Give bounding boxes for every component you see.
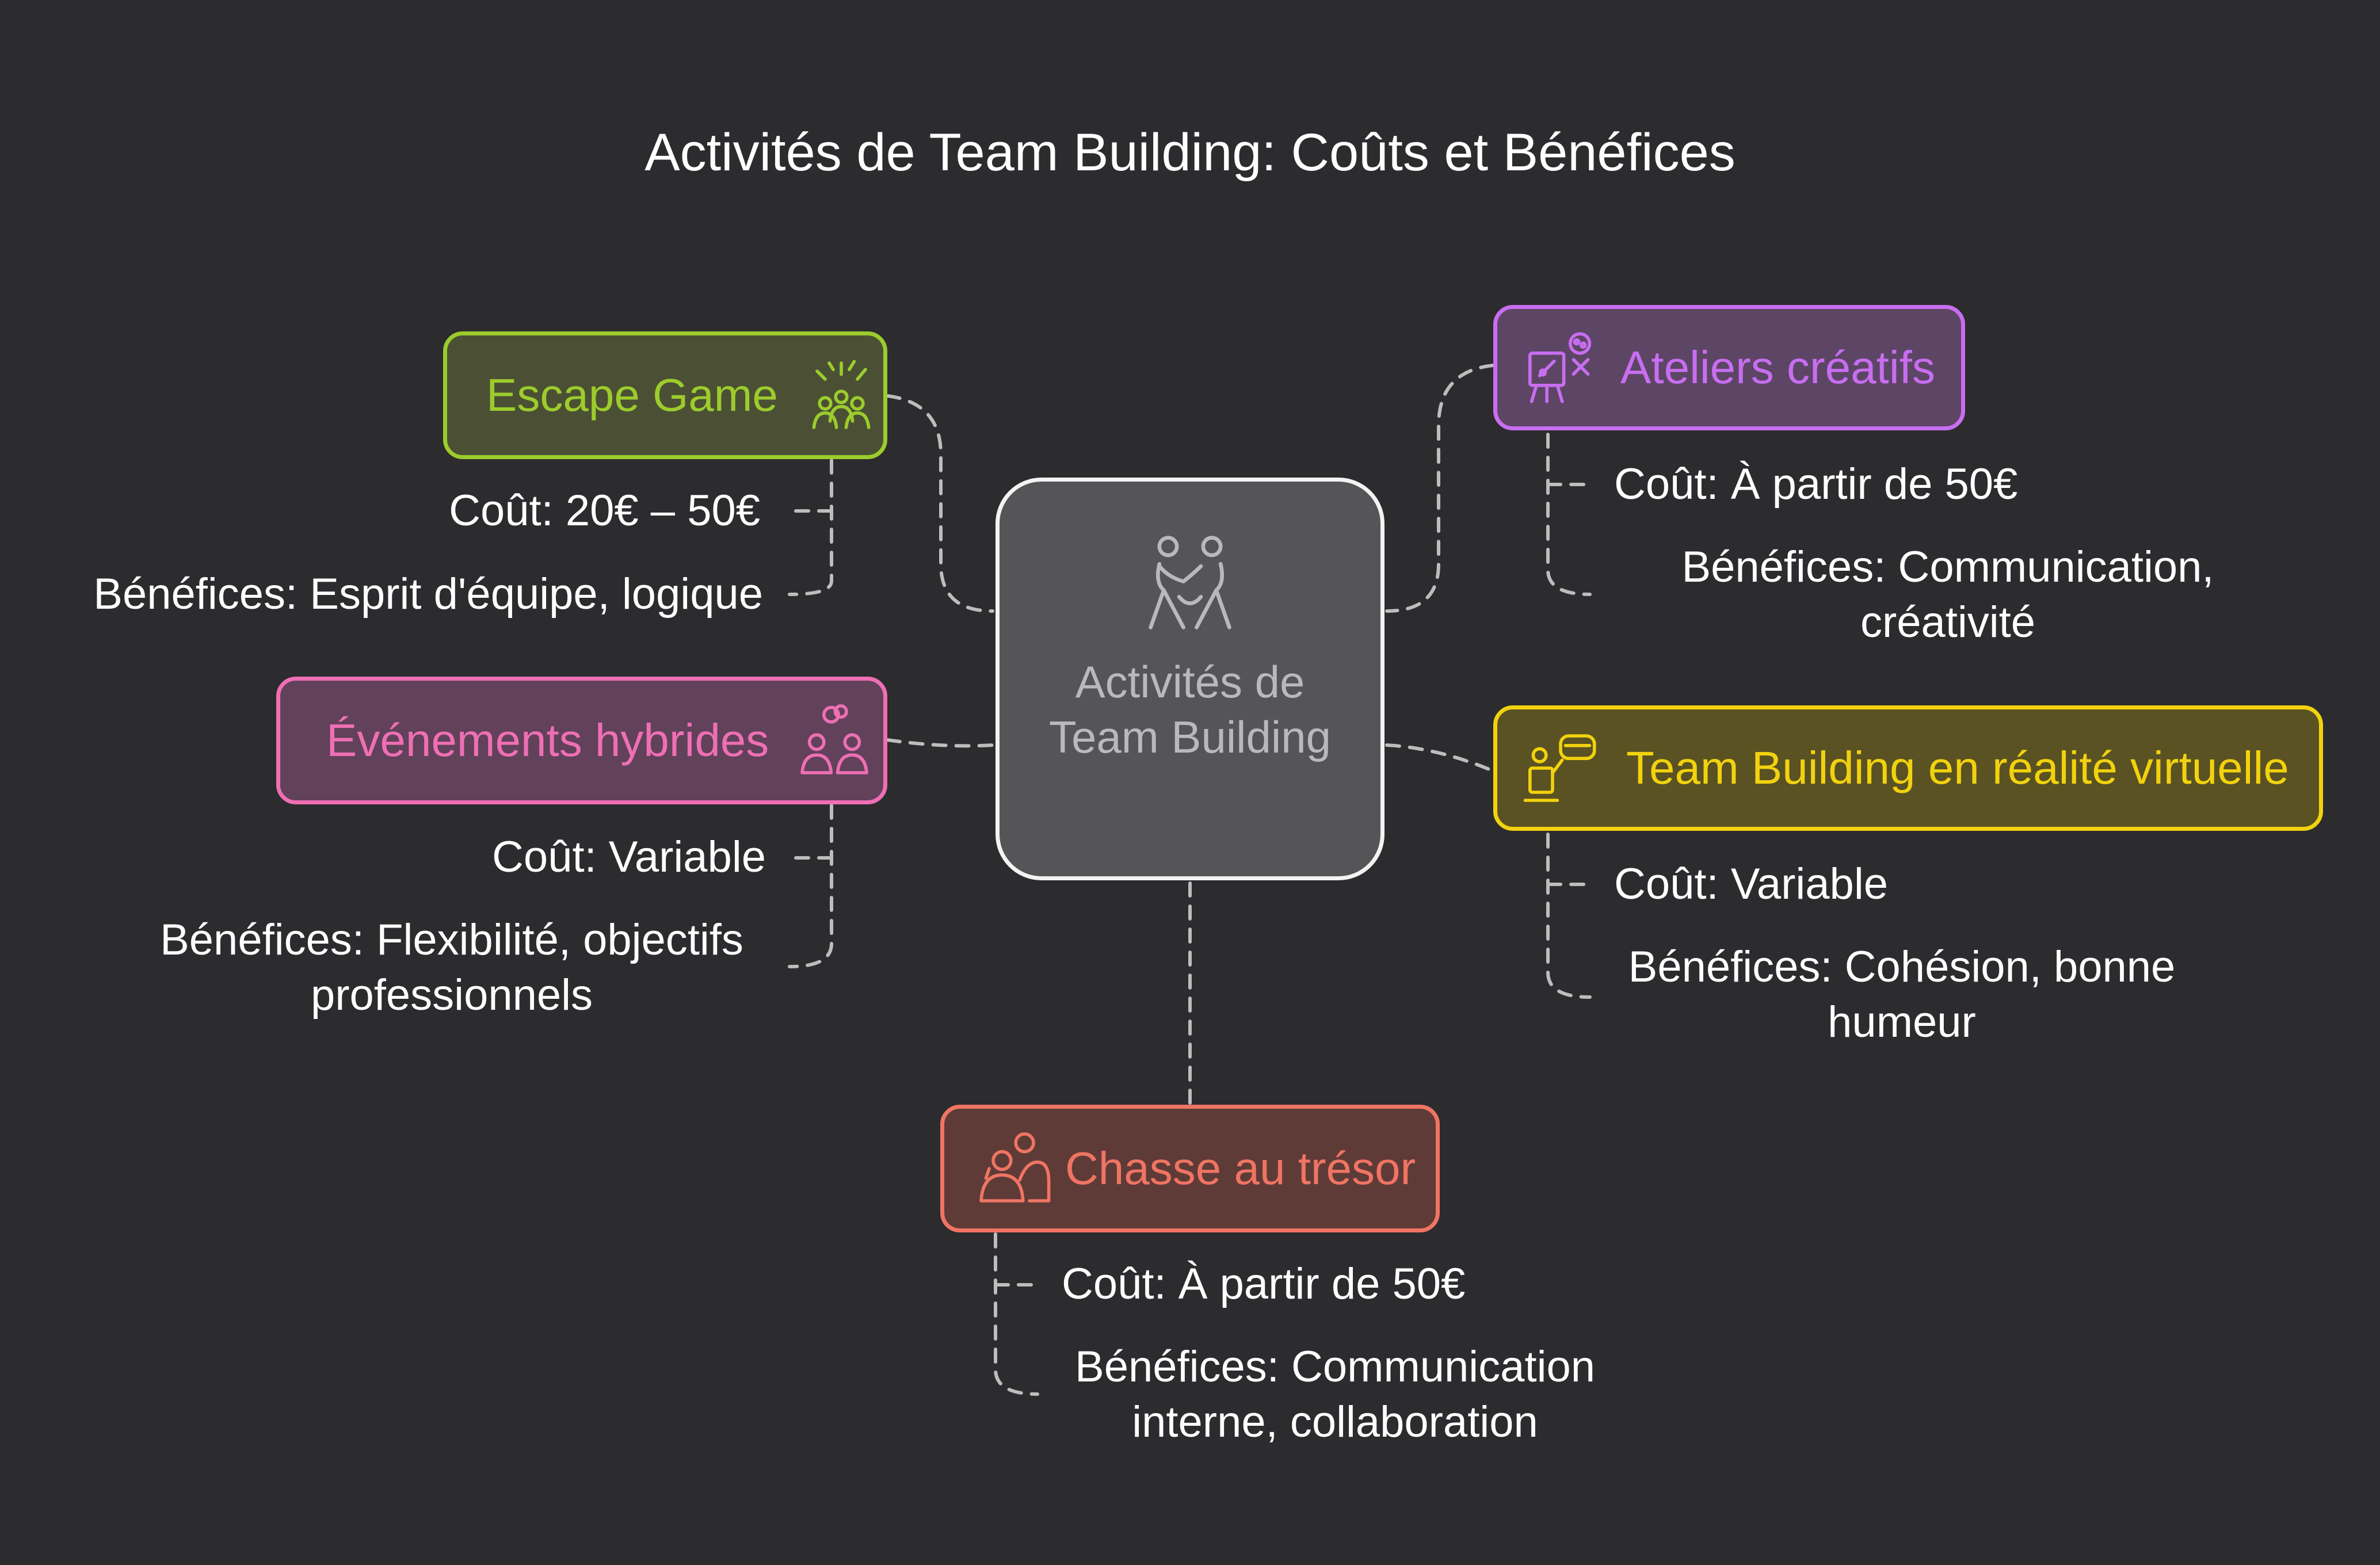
connector-hybrides-cost [788, 804, 833, 968]
connector-vr [1385, 743, 1495, 773]
chasse-au-tresor-benefits-line: interne, collaboration [1132, 1398, 1538, 1446]
activity-node-ateliers-creatifs: Ateliers créatifs [1493, 305, 1965, 430]
chasse-au-tresor-cost: Coût: À partir de 50€ [1062, 1259, 1466, 1308]
ateliers-creatifs-benefits-line: Bénéfices: Communication, [1681, 543, 2214, 591]
treasure-team-icon [979, 1132, 1051, 1203]
escape-game-cost: Coût: 20€ – 50€ [449, 486, 760, 535]
ateliers-creatifs-cost: Coût: À partir de 50€ [1614, 460, 2018, 509]
escape-game-benefits: Bénéfices: Esprit d'équipe, logique [93, 567, 763, 622]
evenements-hybrides-cost: Coût: Variable [492, 833, 766, 881]
ateliers-creatifs-benefits-line: créativité [1860, 598, 2036, 647]
vr-cost: Coût: Variable [1614, 860, 1888, 909]
vr-benefits-line: humeur [1828, 998, 1976, 1047]
activity-node-escape-game: Escape Game [443, 331, 887, 459]
activity-node-chasse-au-tresor: Chasse au trésor [940, 1105, 1440, 1232]
connector-vr-cost [1546, 833, 1592, 999]
central-node-label: Activités de Team Building [1049, 656, 1331, 762]
diagram-title: Activités de Team Building: Coûts et Bén… [644, 123, 1736, 182]
vr-benefits: Bénéfices: Cohésion, bonne humeur [1614, 940, 2190, 1050]
chasse-au-tresor-benefits: Bénéfices: Communication interne, collab… [1004, 1339, 1666, 1450]
vr-headset-icon [1523, 734, 1596, 802]
escape-game-benefits-line: Bénéfices: Esprit d'équipe, logique [93, 570, 763, 619]
activity-label-vr: Team Building en réalité virtuelle [1626, 742, 2289, 793]
activity-label-chasse-au-tresor: Chasse au trésor [1065, 1143, 1416, 1194]
activity-label-ateliers-creatifs: Ateliers créatifs [1620, 342, 1935, 393]
connector-escape-game [886, 394, 994, 613]
easel-palette-icon [1528, 332, 1592, 403]
connector-hybrides [886, 738, 994, 748]
connector-chasse-cost [994, 1232, 1039, 1396]
connector-ateliers [1385, 364, 1495, 613]
celebration-group-icon [812, 360, 871, 429]
people-hug-icon [1149, 536, 1231, 629]
ateliers-creatifs-benefits: Bénéfices: Communication, créativité [1608, 540, 2287, 650]
activity-label-escape-game: Escape Game [486, 369, 778, 421]
chasse-au-tresor-benefits-line: Bénéfices: Communication [1075, 1342, 1595, 1391]
connector-escape-game-cost [788, 459, 833, 596]
evenements-hybrides-benefits-line: Bénéfices: Flexibilité, objectifs [160, 915, 743, 964]
connector-ateliers-cost [1546, 433, 1592, 596]
activity-node-evenements-hybrides: Événements hybrides [276, 677, 887, 804]
central-node: Activités de Team Building [996, 478, 1384, 880]
evenements-hybrides-benefits-line: professionnels [310, 971, 593, 1020]
hybrid-people-icon [800, 704, 869, 774]
activity-label-evenements-hybrides: Événements hybrides [326, 715, 769, 766]
vr-benefits-line: Bénéfices: Cohésion, bonne [1628, 942, 2176, 991]
activity-node-vr: Team Building en réalité virtuelle [1493, 705, 2323, 831]
evenements-hybrides-benefits: Bénéfices: Flexibilité, objectifs profes… [98, 913, 806, 1023]
